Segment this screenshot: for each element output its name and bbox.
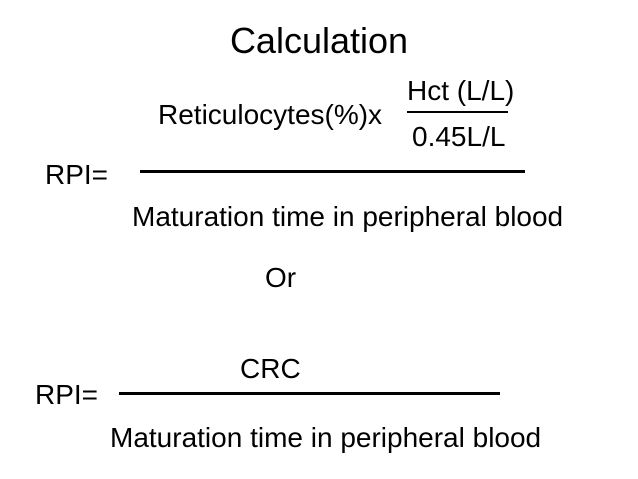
- formula-top-inner-fraction-numerator: Hct (L/L): [407, 75, 515, 106]
- slide-title: Calculation: [229, 20, 409, 61]
- formula-bottom-fraction-bar: [119, 392, 500, 395]
- formula-top-inner-fraction-denominator: 0.45L/L: [412, 121, 506, 152]
- formula-bottom-denominator: Maturation time in peripheral blood: [110, 422, 542, 453]
- formula-top-inner-fraction-bar: [407, 111, 508, 113]
- separator-or: Or: [265, 262, 297, 293]
- formula-top-lhs: RPI=: [45, 159, 109, 190]
- formula-top-denominator: Maturation time in peripheral blood: [132, 201, 564, 232]
- formula-bottom-lhs: RPI=: [35, 379, 99, 410]
- formula-top-fraction-bar: [140, 170, 525, 173]
- formula-top-numerator-text: Reticulocytes(%)x: [158, 99, 383, 130]
- formula-bottom-numerator: CRC: [240, 353, 301, 384]
